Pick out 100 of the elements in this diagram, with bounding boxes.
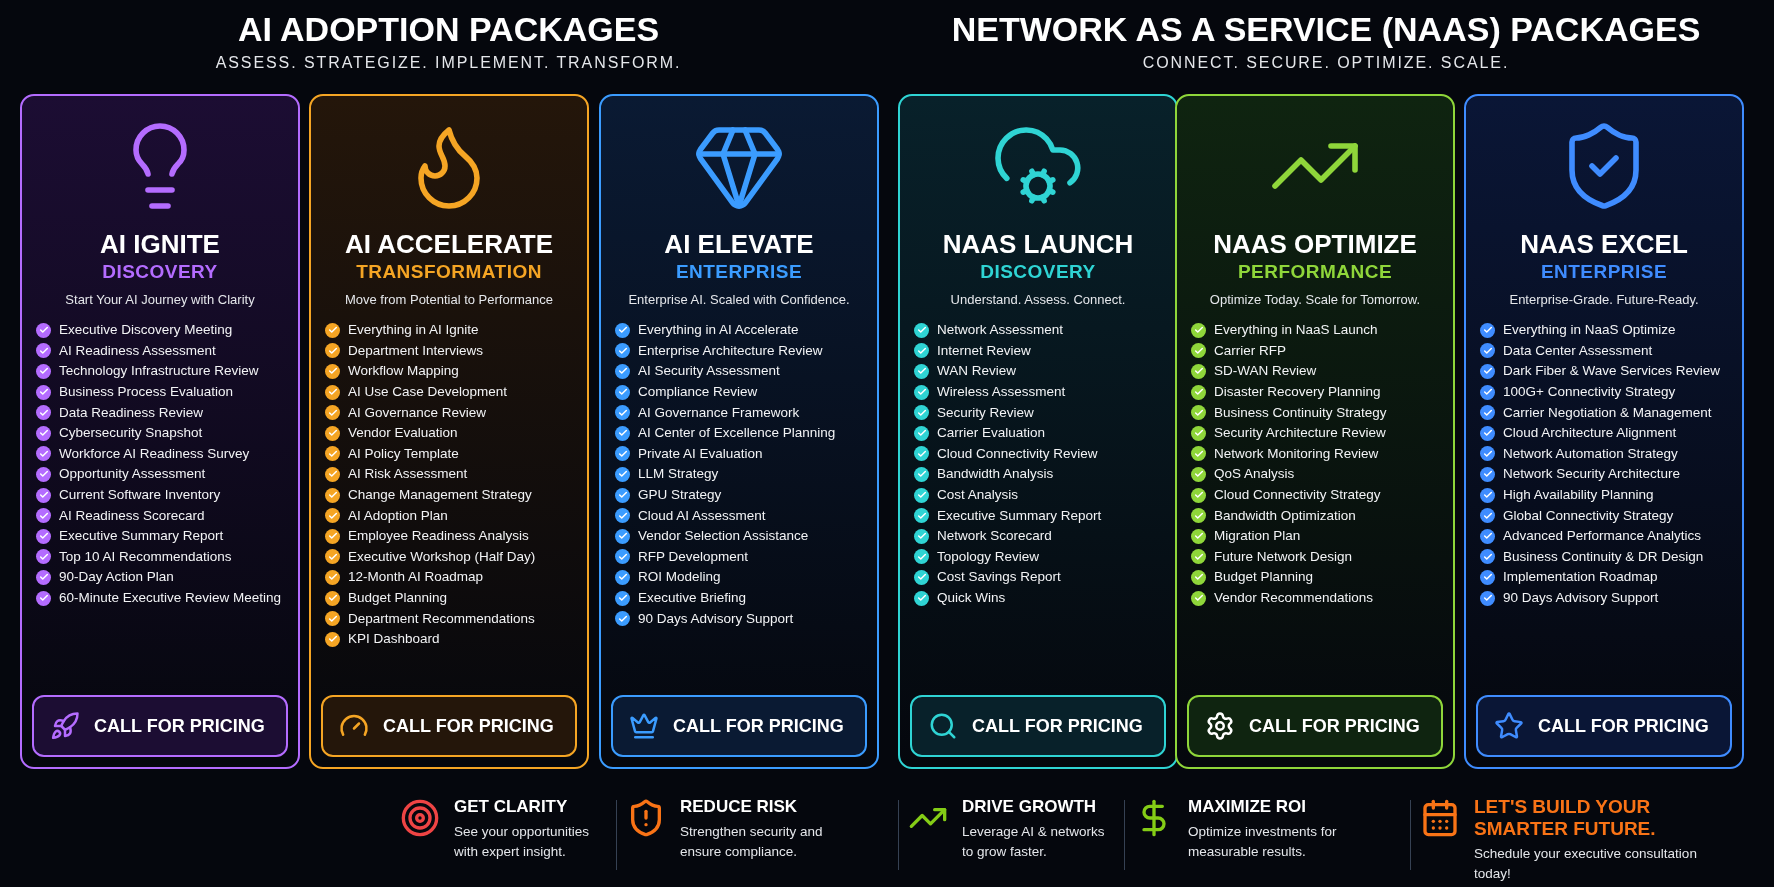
package-tagline: Understand. Assess. Connect. [950,291,1126,309]
feature-item: 12-Month AI Roadmap [348,568,484,587]
package-tagline: Enterprise-Grade. Future-Ready. [1509,291,1699,309]
feature-item: LLM Strategy [638,465,719,484]
feature-item: AI Use Case Development [348,383,508,402]
feature-item: Implementation Roadmap [1503,568,1658,587]
feature-item: Internet Review [937,341,1031,360]
feature-item: Technology Infrastructure Review [59,362,259,381]
feature-item: Carrier Evaluation [937,424,1046,443]
feature-item: Department Interviews [348,341,484,360]
feature-item: Workforce AI Readiness Survey [59,444,250,463]
feature-item: Cloud AI Assessment [638,506,766,525]
benefit-text: Strengthen security and ensure compliance. [680,823,824,861]
section-heading: AI ADOPTION PACKAGES [237,9,660,50]
feature-item: KPI Dashboard [348,630,440,649]
feature-item: ROI Modeling [638,568,721,587]
feature-item: Data Center Assessment [1503,341,1653,360]
feature-item: Executive Workshop (Half Day) [348,547,536,566]
feature-item: Everything in NaaS Launch [1214,321,1378,340]
feature-item: Budget Planning [348,589,448,607]
feature-item: Cloud Architecture Alignment [1503,424,1677,443]
feature-item: Business Process Evaluation [59,383,234,402]
feature-item: AI Readiness Assessment [59,341,216,360]
feature-item: Cost Analysis [937,486,1019,505]
feature-item: AI Governance Review [348,403,487,422]
feature-item: SD-WAN Review [1214,362,1317,381]
feature-item: Future Network Design [1214,547,1353,566]
package-subtitle: ENTERPRISE [1540,260,1668,284]
feature-item: AI Governance Framework [638,403,800,422]
feature-item: Dark Fiber & Wave Services Review [1503,362,1721,381]
feature-item: RFP Development [638,547,749,566]
package-subtitle: TRANSFORMATION [356,260,542,284]
pricing-button: CALL FOR PRICING [1476,695,1732,757]
pricing-button: CALL FOR PRICING [32,695,288,757]
benefit-text: Optimize investments for measurable results. [1188,823,1338,861]
feature-item: Business Continuity & DR Design [1503,547,1704,566]
pricing-button: CALL FOR PRICING [611,695,867,757]
package-subtitle: DISCOVERY [980,260,1096,284]
feature-item: Security Review [937,403,1034,422]
package-card [309,94,589,769]
feature-item: Bandwidth Analysis [937,465,1054,484]
feature-item: Bandwidth Optimization [1214,506,1356,525]
feature-item: 90 Days Advisory Support [1503,589,1659,607]
package-card [599,94,879,769]
feature-item: Workflow Mapping [348,362,459,381]
feature-item: AI Adoption Plan [348,506,448,525]
feature-item: QoS Analysis [1214,465,1295,484]
feature-item: AI Readiness Scorecard [59,506,205,525]
package-subtitle: ENTERPRISE [675,260,803,284]
feature-item: Topology Review [937,547,1040,566]
package-card [1175,94,1455,769]
feature-item: Executive Discovery Meeting [59,321,233,340]
section-tagline: ASSESS. STRATEGIZE. IMPLEMENT. TRANSFORM. [215,53,682,73]
feature-item: 90 Days Advisory Support [638,609,794,628]
feature-item: Opportunity Assessment [59,465,206,484]
feature-item: Everything in AI Ignite [348,321,479,340]
feature-item: Top 10 AI Recommendations [59,547,232,566]
feature-item: Everything in AI Accelerate [638,321,799,340]
feature-item: Current Software Inventory [59,486,221,505]
feature-item: Advanced Performance Analytics [1503,527,1702,546]
feature-item: Network Security Architecture [1503,465,1681,484]
feature-item: Global Connectivity Strategy [1503,506,1674,525]
feature-item: 60-Minute Executive Review Meeting [59,589,282,607]
feature-item: Enterprise Architecture Review [638,341,823,360]
package-title: NAAS EXCEL [1520,228,1688,260]
feature-item: AI Center of Excellence Planning [638,424,836,443]
section-heading: NETWORK AS A SERVICE (NAAS) PACKAGES [951,9,1701,50]
feature-item: Cloud Connectivity Strategy [1214,486,1381,505]
benefit-heading: DRIVE GROWTH [962,796,1098,818]
pricing-button: CALL FOR PRICING [321,695,577,757]
feature-item: Security Architecture Review [1214,424,1386,443]
feature-item: Business Continuity Strategy [1214,403,1387,422]
feature-item: Vendor Selection Assistance [638,527,809,546]
benefit-heading: REDUCE RISK [680,796,799,818]
feature-item: Employee Readiness Analysis [348,527,529,546]
feature-item: Executive Summary Report [59,527,224,546]
feature-item: Private AI Evaluation [638,444,763,463]
feature-item: Compliance Review [638,383,758,402]
benefit-heading: MAXIMIZE ROI [1188,796,1308,818]
feature-item: AI Policy Template [348,444,459,463]
feature-item: Cloud Connectivity Review [937,444,1098,463]
package-title: NAAS OPTIMIZE [1213,228,1417,260]
pricing-button: CALL FOR PRICING [910,695,1166,757]
feature-item: Change Management Strategy [348,486,532,505]
package-subtitle: PERFORMANCE [1237,260,1393,284]
feature-item: Carrier Negotiation & Management [1503,403,1712,422]
feature-item: AI Security Assessment [638,362,780,381]
package-subtitle: DISCOVERY [102,260,218,284]
feature-item: Network Assessment [937,321,1064,340]
feature-item: Executive Summary Report [937,506,1102,525]
benefit-heading: LET'S BUILD YOUR SMARTER FUTURE. [1474,796,1657,840]
feature-item: Executive Briefing [638,589,747,607]
package-title: AI ACCELERATE [345,228,553,260]
benefit-text: See your opportunities with expert insight. [454,823,591,861]
section-tagline: CONNECT. SECURE. OPTIMIZE. SCALE. [1142,53,1510,73]
package-card [1464,94,1744,769]
benefit-heading: GET CLARITY [454,796,569,818]
package-tagline: Start Your AI Journey with Clarity [65,291,255,309]
feature-item: Cybersecurity Snapshot [59,424,203,443]
benefit-text: Schedule your executive consultation today! [1474,845,1698,883]
